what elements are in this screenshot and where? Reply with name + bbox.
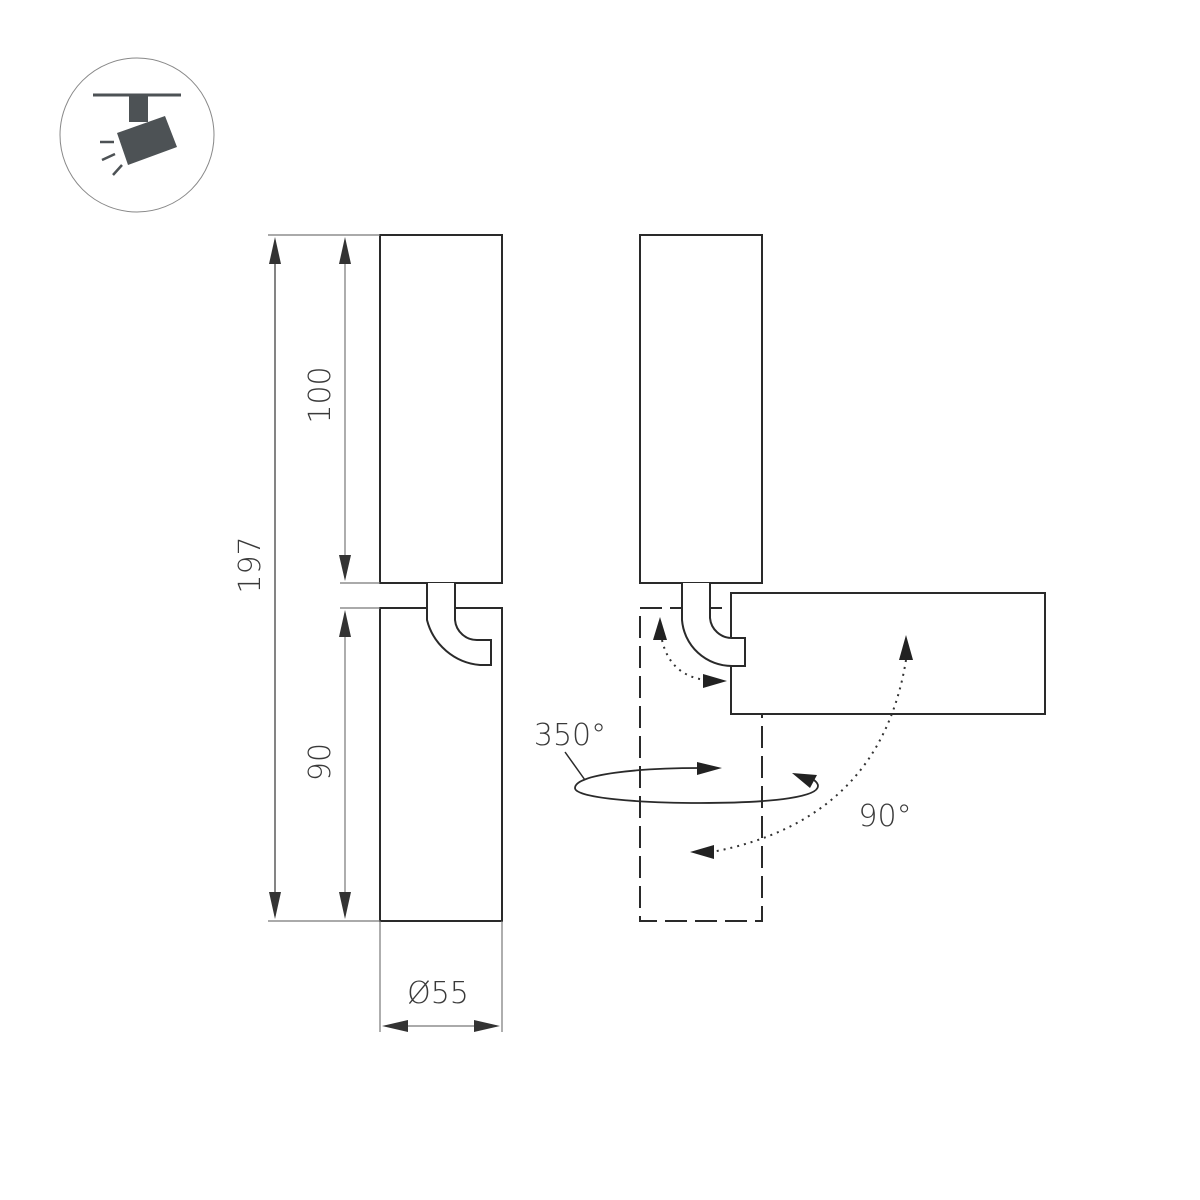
total-height-label: 197 [233, 536, 268, 593]
track-spotlight-icon [59, 57, 215, 213]
upper-height-label: 100 [303, 366, 338, 423]
horizontal-rotation-label: 350° [534, 718, 606, 753]
dimension-arrows [269, 237, 500, 1032]
front-view [379, 234, 503, 922]
vertical-rotation-label: 90° [858, 799, 911, 834]
rotation-view [564, 234, 1046, 922]
lower-height-label: 90 [303, 743, 338, 781]
dimension-lines [268, 234, 503, 1032]
diameter-label: Ø55 [407, 976, 469, 1011]
